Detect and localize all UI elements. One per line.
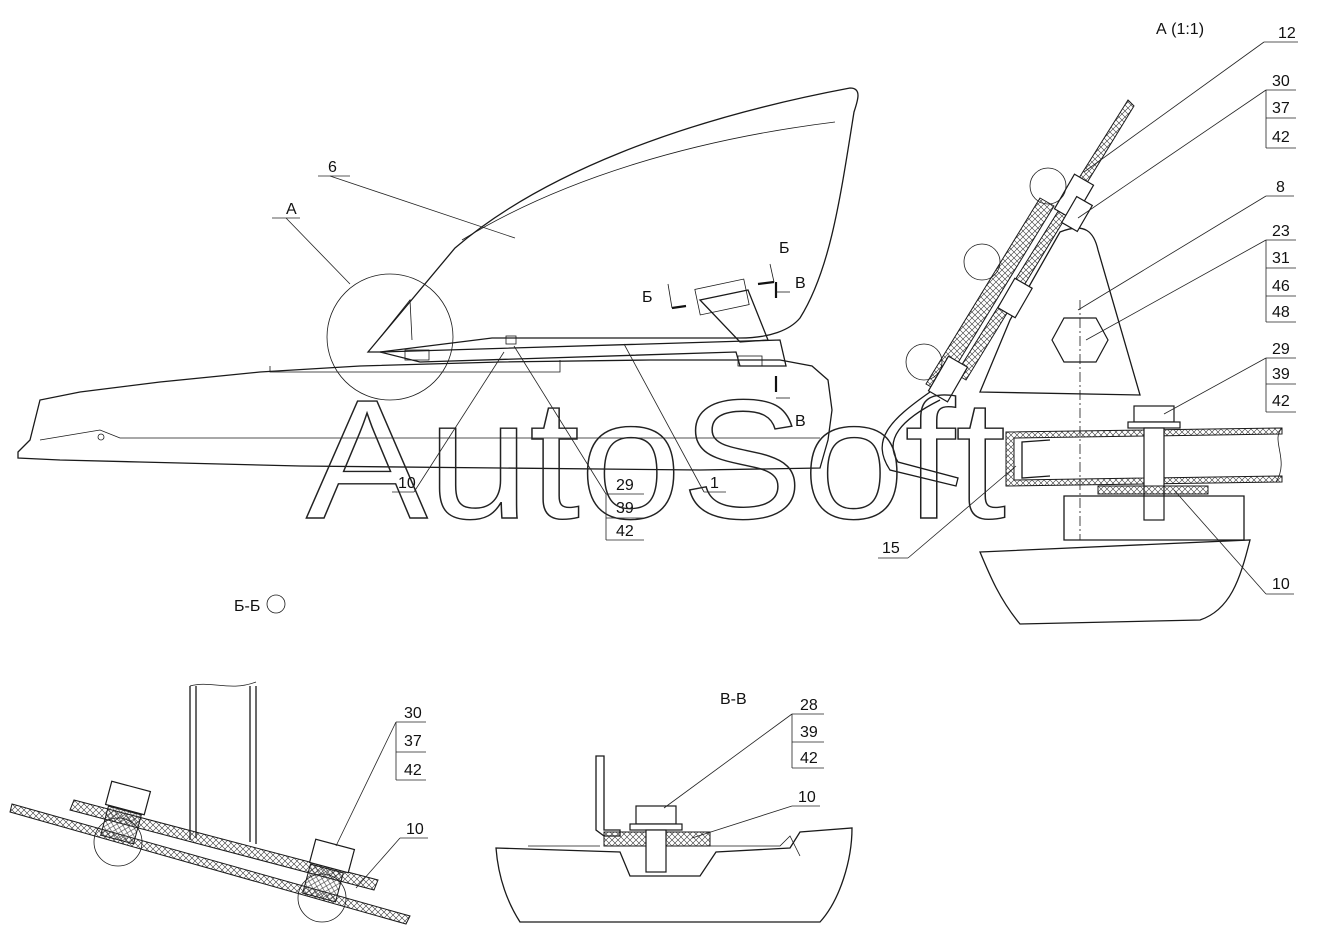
section-v-view: В-В 28 39 42 10 <box>495 691 853 923</box>
vehicle-body-top-edge <box>269 360 561 373</box>
foot-right <box>737 355 763 367</box>
view-marker-b2: Б <box>779 240 790 257</box>
section-v-washer <box>629 823 683 831</box>
view-marker-a: А <box>286 201 297 218</box>
callout-10-a: 10 <box>1272 576 1290 593</box>
callout-42-main: 42 <box>616 523 634 540</box>
detail-a-lower-panel <box>979 539 1251 625</box>
section-b-post <box>189 686 257 844</box>
section-v-lower-panel <box>495 827 853 923</box>
bolt-small-center <box>505 335 517 345</box>
detail-a-bolt-head <box>1133 405 1175 423</box>
detail-a-view: А (1:1) <box>878 21 1298 625</box>
callout-39-v: 39 <box>800 724 818 741</box>
deflector-inner-edge <box>461 121 836 241</box>
callout-1: 1 <box>710 475 719 492</box>
callout-42-a-top: 42 <box>1272 129 1290 146</box>
section-b-view: Б-Б 30 37 42 10 <box>9 594 428 925</box>
foot-left <box>404 349 430 361</box>
section-b-plate-upper <box>69 799 379 891</box>
callout-29-main: 29 <box>616 477 634 494</box>
section-v-bolt-head <box>635 805 677 825</box>
callout-42-b: 42 <box>404 762 422 779</box>
main-view: А Б Б В В 6 1 10 <box>17 87 859 541</box>
section-b-rotation-mark <box>266 594 286 614</box>
callout-46: 46 <box>1272 278 1290 295</box>
callout-29-a: 29 <box>1272 341 1290 358</box>
callout-37-b: 37 <box>404 733 422 750</box>
vehicle-body-outline <box>17 359 833 471</box>
callout-30-a: 30 <box>1272 73 1290 90</box>
callout-39-main: 39 <box>616 500 634 517</box>
section-v-bolt-shank <box>645 829 667 873</box>
detail-a-title: А (1:1) <box>1156 21 1204 38</box>
deflector-corner-line <box>377 298 413 341</box>
section-b-bolt-left <box>104 780 152 816</box>
section-v-l-bracket <box>595 755 621 837</box>
callout-30-b: 30 <box>404 705 422 722</box>
callout-31: 31 <box>1272 250 1290 267</box>
detail-a-bracket-plate <box>979 227 1141 396</box>
body-mount-hole <box>97 433 105 441</box>
callout-8: 8 <box>1276 179 1285 196</box>
callout-15: 15 <box>882 540 900 557</box>
mount-plate <box>694 278 750 316</box>
callout-23: 23 <box>1272 223 1290 240</box>
callout-39-a: 39 <box>1272 366 1290 383</box>
callout-37-a: 37 <box>1272 100 1290 117</box>
detail-a-washer <box>1127 421 1181 429</box>
view-marker-v1: В <box>795 275 806 292</box>
bracket-strut <box>698 289 769 343</box>
section-marker-b: Б Б <box>642 240 790 310</box>
section-b-bolt-right <box>308 838 356 874</box>
callout-48: 48 <box>1272 304 1290 321</box>
deflector-part-6 <box>366 87 859 353</box>
detail-a-spacer <box>1097 485 1209 495</box>
callout-10-v: 10 <box>798 789 816 806</box>
view-marker-v2: В <box>795 413 806 430</box>
section-b-title: Б-Б <box>234 598 260 615</box>
section-marker-v: В В <box>774 275 806 430</box>
callout-10-b: 10 <box>406 821 424 838</box>
view-marker-b1: Б <box>642 289 653 306</box>
detail-a-circle <box>326 273 454 401</box>
section-v-body-line <box>528 835 801 857</box>
callout-28-v: 28 <box>800 697 818 714</box>
watermark-text: AutoSoft <box>306 365 1006 555</box>
section-v-title: В-В <box>720 691 747 708</box>
callout-6: 6 <box>328 159 337 176</box>
detail-a-bolts <box>905 167 1095 403</box>
channel-inner-c <box>1021 439 1051 479</box>
channel-break-line <box>1275 427 1283 483</box>
callout-42-v: 42 <box>800 750 818 767</box>
detail-a-bolt-shank <box>1143 427 1165 521</box>
vehicle-body-inner-line <box>39 429 820 441</box>
detail-a-bent-edge <box>881 391 959 487</box>
callout-42-a-mid: 42 <box>1272 393 1290 410</box>
callout-10-main: 10 <box>398 475 416 492</box>
channel-beam-part-15 <box>1005 427 1283 487</box>
callout-12: 12 <box>1278 25 1296 42</box>
